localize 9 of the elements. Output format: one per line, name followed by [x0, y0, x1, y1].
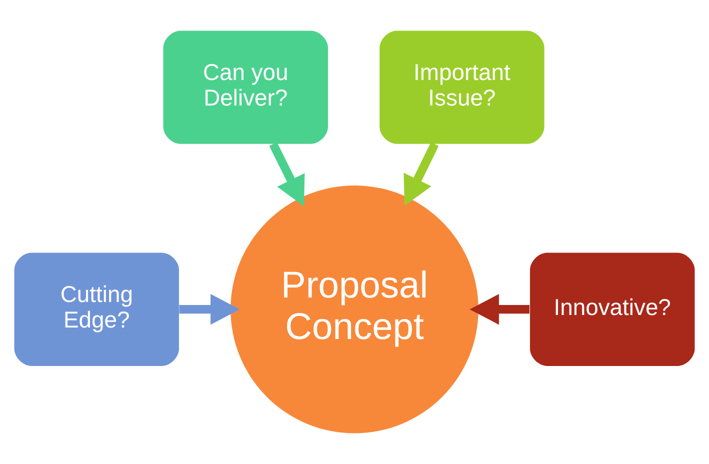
node-circle: Proposal Concept: [230, 185, 478, 434]
arrow: [269, 142, 305, 206]
node-box: Important Issue?: [380, 30, 544, 144]
arrow: [470, 294, 530, 325]
node-box: Can you Deliver?: [163, 30, 328, 144]
arrow: [404, 142, 439, 206]
arrow: [179, 294, 240, 325]
node-box: Innovative?: [530, 252, 695, 366]
node-box: Cutting Edge?: [14, 252, 180, 366]
